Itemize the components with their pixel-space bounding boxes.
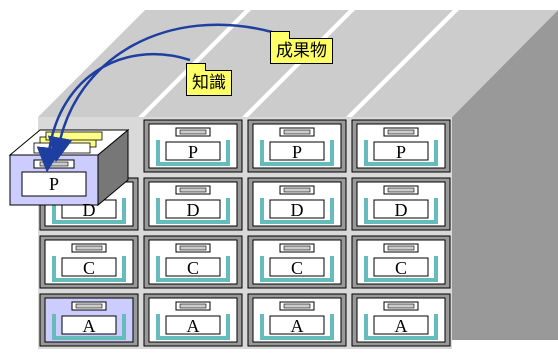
drawer-label-card — [269, 315, 325, 335]
drawer-label-card — [165, 141, 221, 161]
drawer[interactable] — [143, 177, 243, 231]
drawer-label-card — [165, 199, 221, 219]
top-divider-stripe — [346, 10, 459, 117]
drawer-label-card — [61, 257, 117, 277]
drawer[interactable] — [351, 119, 451, 173]
drawer[interactable] — [39, 293, 139, 347]
drawer[interactable] — [143, 119, 243, 173]
arrow-from-deliverables — [47, 23, 273, 163]
drawer[interactable] — [247, 293, 347, 347]
drawer[interactable] — [39, 235, 139, 289]
drawer-label-card — [269, 141, 325, 161]
drawer-label-card — [373, 257, 429, 277]
drawer[interactable] — [351, 235, 451, 289]
pulled-drawer[interactable] — [8, 128, 130, 207]
drawer[interactable] — [247, 235, 347, 289]
drawer[interactable] — [247, 177, 347, 231]
drawer-label-card — [373, 199, 429, 219]
drawer-label-card — [373, 315, 429, 335]
drawer[interactable] — [351, 177, 451, 231]
drawer-grid — [39, 119, 451, 347]
arrow-from-knowledge — [36, 52, 191, 173]
label-frame — [156, 140, 230, 166]
label-frame — [156, 256, 230, 282]
label-frame — [260, 314, 334, 340]
drawer-label-card — [269, 257, 325, 277]
label-frame — [260, 198, 334, 224]
label-frame — [52, 256, 126, 282]
drawer-label-card — [165, 315, 221, 335]
drawer-label-card — [165, 257, 221, 277]
drawer-label-card — [61, 315, 117, 335]
folder-knowledge: 知識 — [185, 63, 232, 96]
drawer-label-card — [269, 199, 325, 219]
label-frame — [364, 198, 438, 224]
drawer[interactable] — [247, 119, 347, 173]
label-frame — [52, 198, 126, 224]
label-frame — [260, 140, 334, 166]
folder-deliverables: 成果物 — [269, 31, 333, 64]
label-frame — [364, 140, 438, 166]
cabinet-side-face — [452, 10, 558, 340]
label-frame — [156, 198, 230, 224]
drawer[interactable] — [351, 293, 451, 347]
label-frame — [156, 314, 230, 340]
label-frame — [364, 256, 438, 282]
label-frame — [364, 314, 438, 340]
label-frame — [260, 256, 334, 282]
label-frame — [52, 314, 126, 340]
drawer[interactable] — [143, 235, 243, 289]
drawer-label-card — [373, 141, 429, 161]
drawer[interactable] — [143, 293, 243, 347]
